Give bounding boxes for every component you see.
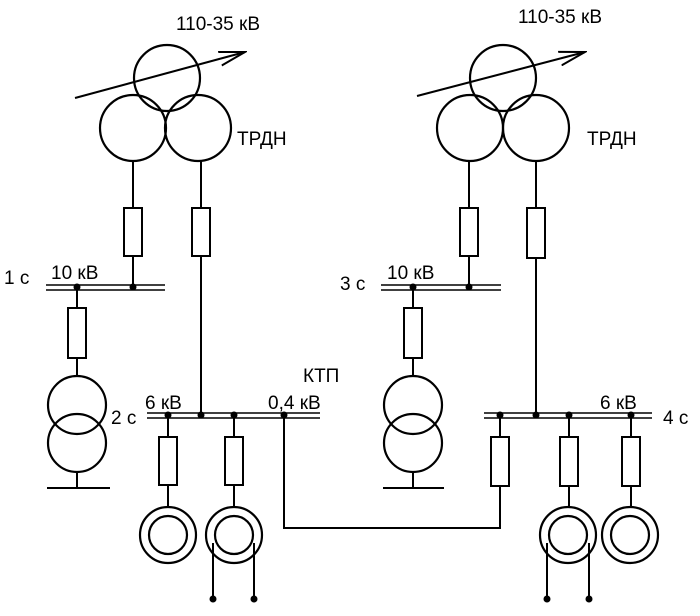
motor-reactor-3-icon [559, 436, 579, 487]
left-main-transformer-icon [74, 43, 245, 163]
ktp-voltage-label: 0,4 кВ [268, 393, 321, 414]
ktp-left-reactor-icon [67, 307, 87, 359]
right-voltage-label: 110-35 кВ [518, 7, 602, 28]
motor-3-icon [538, 505, 598, 565]
section-1-voltage-label: 10 кВ [51, 263, 98, 284]
ktp-label: КТП [303, 366, 339, 387]
cable-end-dot [250, 595, 258, 603]
left-transformer-label: ТРДН [237, 129, 287, 150]
motor-1-icon [138, 505, 198, 565]
left-reactor-10kv-icon [123, 207, 143, 257]
tie-reactor-icon [490, 436, 510, 487]
ktp-right-transformer-icon [382, 374, 444, 474]
right-main-transformer-icon [416, 43, 585, 163]
section-4-label: 4 с [663, 408, 688, 429]
section-4-voltage-label: 6 кВ [600, 393, 637, 414]
section-2-label: 2 с [111, 408, 136, 429]
junction-dot [465, 283, 473, 291]
section-1-label: 1 с [4, 268, 29, 289]
right-reactor-6kv-icon [526, 207, 546, 259]
junction-dot [129, 283, 137, 291]
section-3-voltage-label: 10 кВ [387, 263, 434, 284]
busbar-1c [46, 284, 165, 291]
cable-end-dot [543, 595, 551, 603]
tie-line [283, 415, 501, 529]
motor-reactor-2-icon [224, 436, 244, 486]
section-3-label: 3 с [340, 274, 365, 295]
motor-reactor-4-icon [621, 436, 641, 487]
motor-reactor-1-icon [158, 436, 178, 486]
junction-dot [532, 411, 540, 419]
busbar-3c [381, 284, 501, 291]
cable-end-dot [209, 595, 217, 603]
left-reactor-6kv-icon [191, 207, 211, 257]
ktp-left-transformer-icon [46, 374, 108, 474]
right-reactor-10kv-icon [459, 207, 479, 257]
cable-end-dot [585, 595, 593, 603]
ktp-right-reactor-icon [403, 307, 423, 359]
right-transformer-label: ТРДН [587, 129, 637, 150]
motor-4-icon [600, 505, 660, 565]
section-2-voltage-label: 6 кВ [145, 393, 182, 414]
motor-2-icon [204, 505, 264, 565]
left-voltage-label: 110-35 кВ [176, 14, 260, 35]
junction-dot [197, 411, 205, 419]
